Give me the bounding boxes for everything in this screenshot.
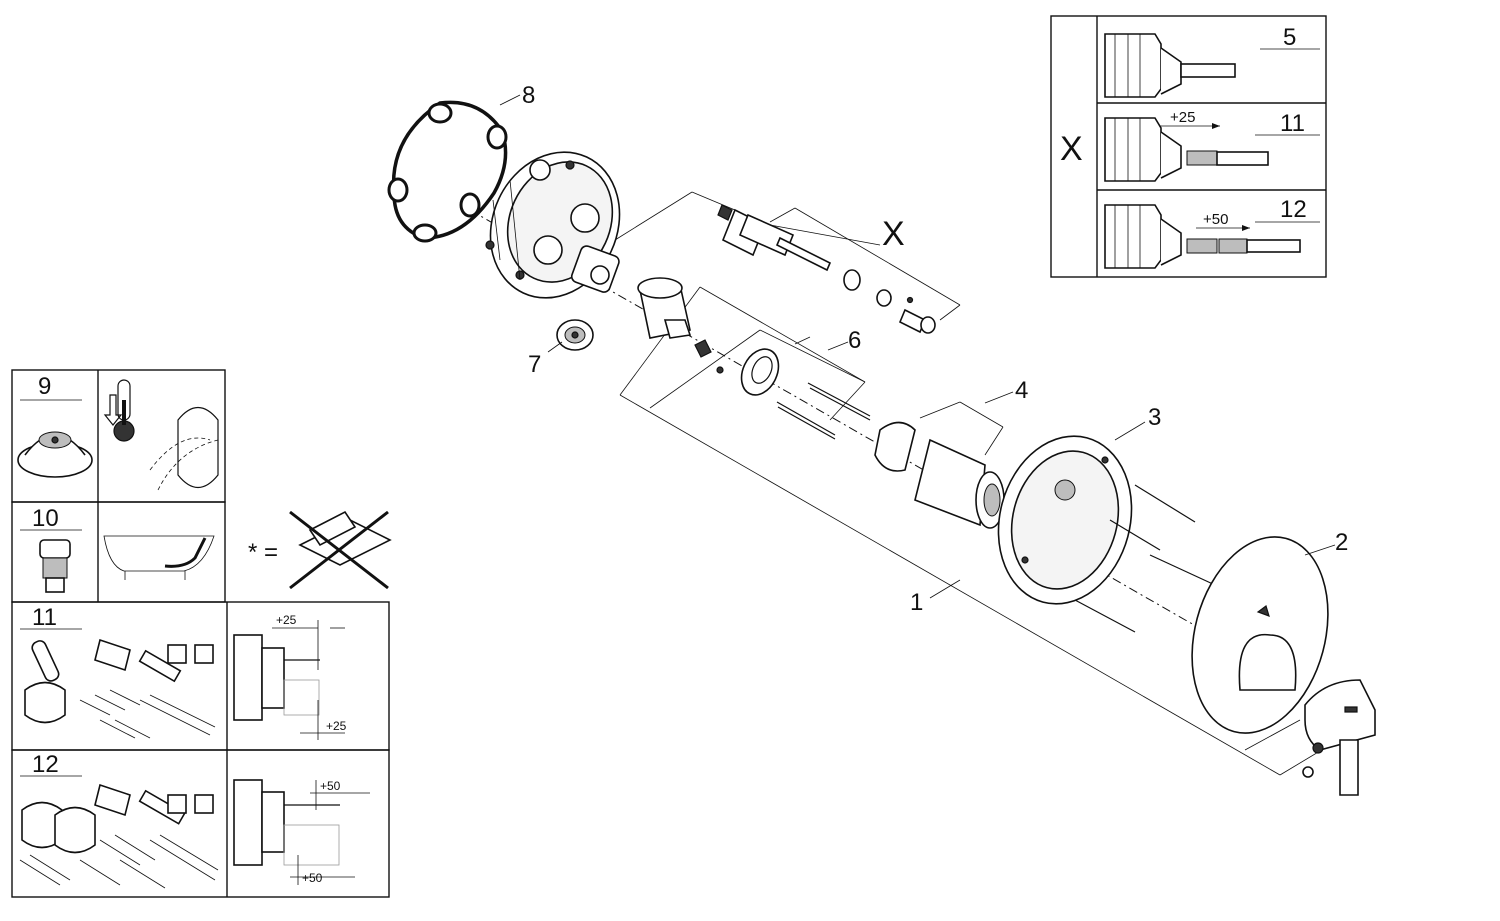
asterisk-equals-label: * = (248, 539, 278, 566)
x-row-12: +50 12 (1104, 196, 1320, 269)
check-valve-icon (39, 539, 71, 593)
x-row-5: 5 (1104, 24, 1320, 98)
callout-1: 1 (910, 589, 923, 616)
extension-set-25-parts-icon (24, 638, 216, 739)
cartridge (637, 277, 724, 374)
part-2-cover-plate (1191, 536, 1329, 734)
lever-handle (1302, 679, 1376, 796)
callout-x: X (882, 215, 905, 253)
row-11-dim-bottom: +25 (326, 719, 347, 733)
row-11-dim-top: +25 (276, 613, 297, 627)
callout-2: 2 (1335, 529, 1348, 556)
no-grohe-part-icon (289, 510, 392, 590)
callout-labels: 1 2 3 4 6 7 8 X (499, 82, 1348, 616)
part-6-flange-and-screws (740, 348, 871, 440)
accessory-row-12: 12 (19, 751, 370, 889)
rough-in-valve-body (485, 151, 621, 299)
x-row-11: +25 11 (1104, 109, 1320, 182)
accessory-row-10: 10 * = (20, 505, 392, 593)
temperature-limit-icon (103, 379, 219, 491)
accessory-row-11: 11 (20, 604, 347, 740)
extension-set-50-parts-icon (19, 783, 219, 889)
callout-4: 4 (1015, 377, 1028, 404)
x-row-12-offset: +50 (1203, 211, 1228, 228)
accessory-panel: 9 10 (11, 369, 392, 898)
x-row-12-number: 12 (1280, 196, 1307, 223)
accessory-row-9: 9 (17, 373, 219, 491)
part-8-seal-ring (387, 100, 508, 243)
callout-3: 3 (1148, 404, 1161, 431)
part-3-mounting-plate (997, 435, 1216, 633)
row-12-dim-top: +50 (320, 779, 341, 793)
x-variant-panel: X 5 +25 11 (1050, 15, 1327, 278)
x-row-11-number: 11 (1280, 110, 1305, 137)
row-12-dim-bottom: +50 (302, 871, 323, 885)
part-7-plug (556, 319, 594, 351)
row-10-number: 10 (32, 505, 59, 532)
part-4-sleeve (874, 421, 1005, 529)
row-12-number: 12 (32, 751, 59, 778)
row-9-number: 9 (38, 373, 51, 400)
diverter-spindle-assembly (717, 204, 936, 334)
x-row-5-number: 5 (1283, 24, 1296, 51)
callout-8: 8 (522, 82, 535, 109)
x-row-11-offset: +25 (1170, 109, 1195, 126)
thermostatic-cap-icon (17, 431, 93, 478)
x-panel-label: X (1060, 130, 1083, 168)
assembly-bracket-1 (619, 286, 1361, 776)
bathtub-icon (103, 535, 215, 580)
callout-6: 6 (848, 327, 861, 354)
callout-7: 7 (528, 351, 541, 378)
extension-set-50-dimension-icon: +50 +50 (233, 779, 370, 885)
extension-set-25-dimension-icon: +25 +25 (233, 613, 347, 740)
x-bracket (614, 191, 961, 321)
row-11-number: 11 (32, 604, 57, 631)
